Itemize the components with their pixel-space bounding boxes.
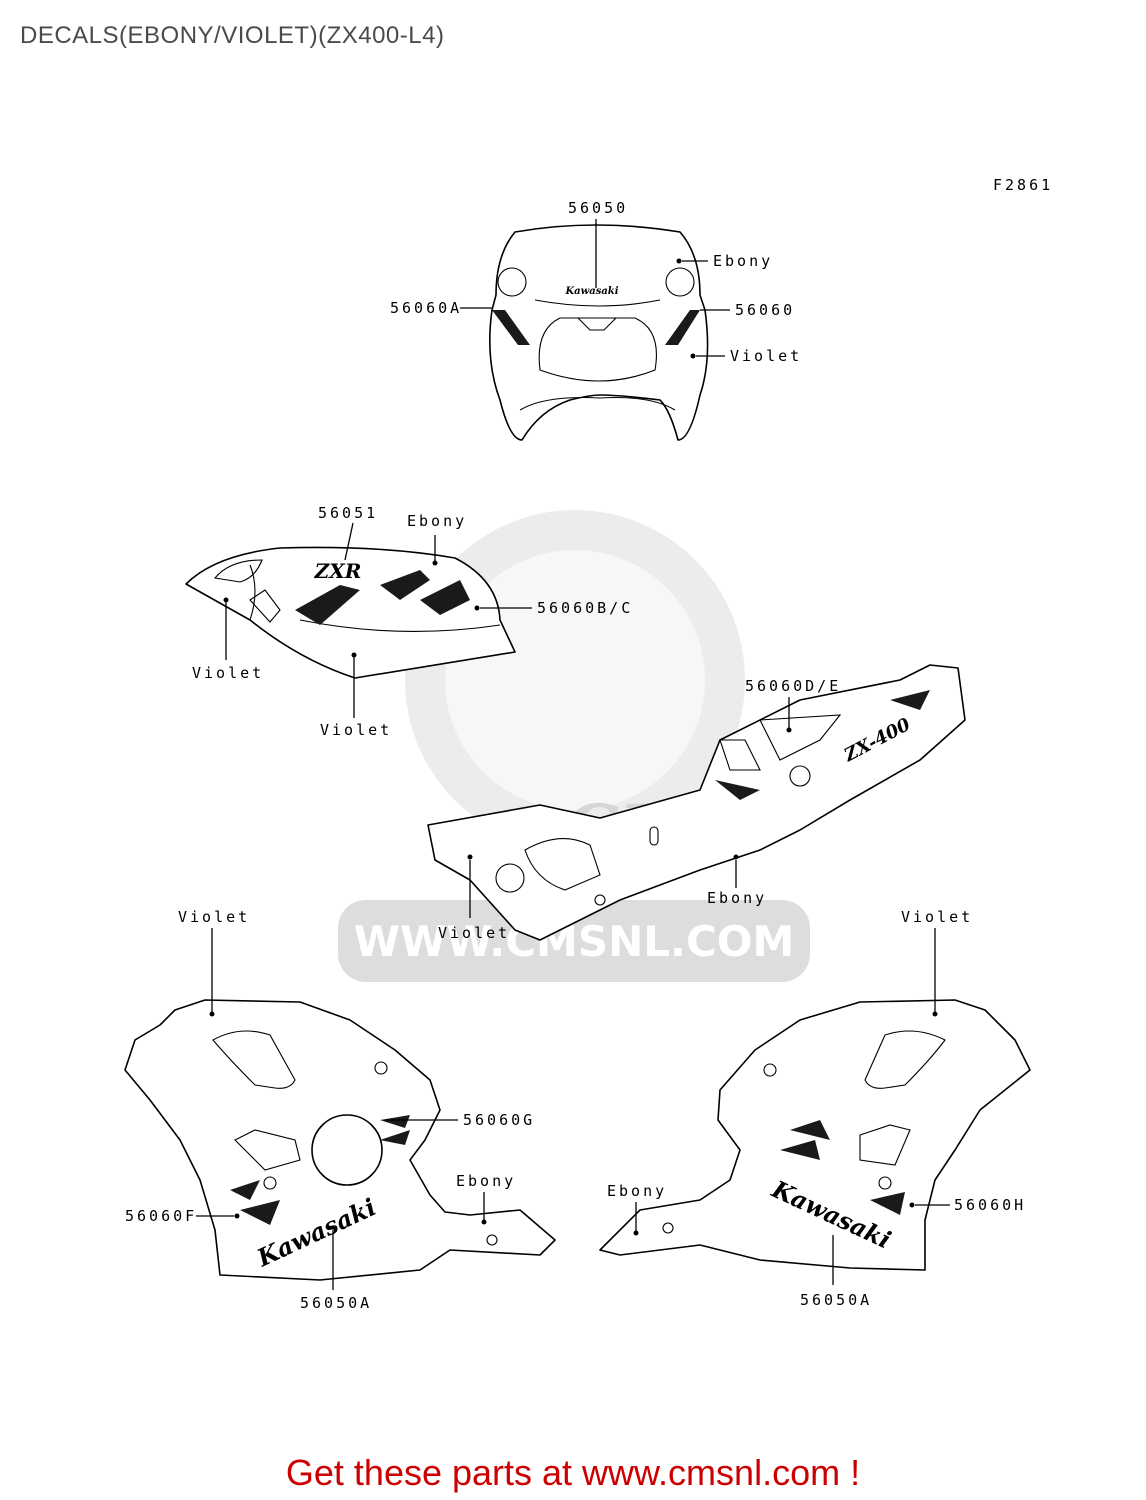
label-56060F: 56060F	[125, 1207, 197, 1225]
label-ebony-tail: Ebony	[707, 889, 767, 907]
label-ebony-front: Ebony	[713, 252, 773, 270]
label-56060BC: 56060B/C	[537, 599, 633, 617]
front-fairing: Kawasaki	[488, 224, 709, 441]
label-56060-front: 56060	[735, 301, 795, 319]
left-side-fairing: Kawasaki	[124, 999, 556, 1281]
tail-cowl: ZX-400	[427, 664, 966, 941]
figure-code: F2861	[993, 176, 1053, 194]
label-violet-front: Violet	[730, 347, 802, 365]
label-ebony-right: Ebony	[607, 1182, 667, 1200]
cmsnl-watermark: CMS WWW.CMSNL.COM	[338, 510, 810, 982]
label-56060DE: 56060D/E	[745, 677, 841, 695]
label-ebony-left: Ebony	[456, 1172, 516, 1190]
label-violet-right: Violet	[901, 908, 973, 926]
label-56050-front: 56050	[568, 199, 628, 217]
label-56060G: 56060G	[463, 1111, 535, 1129]
label-56050A-left: 56050A	[300, 1294, 372, 1312]
page-title: DECALS(EBONY/VIOLET)(ZX400-L4)	[20, 22, 445, 49]
kawasaki-logo-front: Kawasaki	[564, 286, 618, 297]
zxr-logo: ZXR	[314, 559, 362, 583]
fuel-tank: ZXR	[185, 546, 516, 679]
watermark-url: WWW.CMSNL.COM	[354, 917, 795, 966]
label-violet-tank-bottom: Violet	[320, 721, 392, 739]
label-56060A-front: 56060A	[390, 299, 462, 317]
label-ebony-tank: Ebony	[407, 512, 467, 530]
label-56060H: 56060H	[954, 1196, 1026, 1214]
footer-cta-link[interactable]: Get these parts at www.cmsnl.com !	[285, 1452, 861, 1493]
label-violet-tail: Violet	[438, 924, 510, 942]
right-side-fairing: Kawasaki	[599, 999, 1031, 1271]
label-violet-left: Violet	[178, 908, 250, 926]
label-56050A-right: 56050A	[800, 1291, 872, 1309]
label-56051: 56051	[318, 504, 378, 522]
label-violet-tank-left: Violet	[192, 664, 264, 682]
